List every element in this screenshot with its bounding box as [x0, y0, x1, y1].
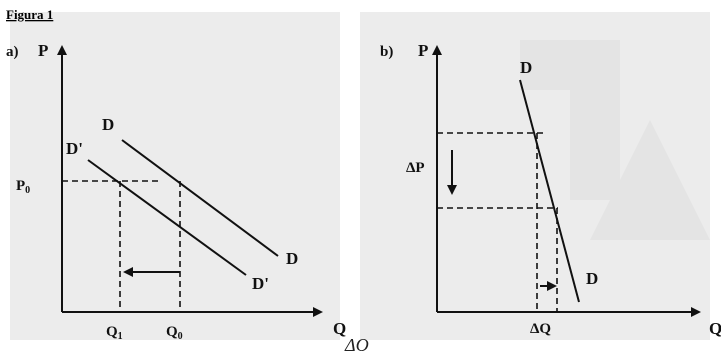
panel-a-demand-curve	[121, 139, 279, 257]
panel-b-delta-p-label: ΔP	[406, 160, 425, 176]
panel-a: a) P Q D D D' D' P0 Q1 Q0	[6, 41, 346, 342]
panel-b-y-axis-label: P	[418, 41, 428, 60]
panel-b-tag: b)	[380, 44, 393, 60]
panel-a-x-axis-label: Q	[333, 319, 346, 338]
panel-a-qty1-label: Q1	[106, 324, 123, 342]
panel-b: b) P Q D D ΔP ΔQ	[380, 41, 721, 338]
panel-a-curve-D-label-top: D	[102, 115, 114, 134]
panel-a-tag: a)	[6, 44, 19, 60]
panel-a-curve-Dprime-label-bottom: D'	[252, 274, 269, 293]
panel-a-y-axis-label: P	[38, 41, 48, 60]
panel-b-x-axis-label: Q	[709, 319, 721, 338]
panel-b-curve-D-label-top: D	[520, 58, 532, 77]
panel-b-guide-lines	[437, 132, 558, 312]
panel-b-demand-curve	[519, 79, 580, 303]
panel-b-curve-D-label-bottom: D	[586, 269, 598, 288]
panel-a-demand-curve-shifted	[87, 159, 247, 276]
background-watermark	[10, 12, 710, 340]
panel-a-curve-D-label-bottom: D	[286, 249, 298, 268]
panel-a-qty0-label: Q0	[166, 324, 183, 342]
panel-b-delta-q-label: ΔQ	[530, 321, 551, 337]
figure-title: Figura 1	[6, 7, 53, 22]
panel-a-curve-Dprime-label-top: D'	[66, 139, 83, 158]
panel-a-guide-lines	[62, 180, 181, 312]
footer-fragment: ΔQ	[344, 335, 369, 351]
panel-a-price-label: P0	[16, 178, 30, 196]
